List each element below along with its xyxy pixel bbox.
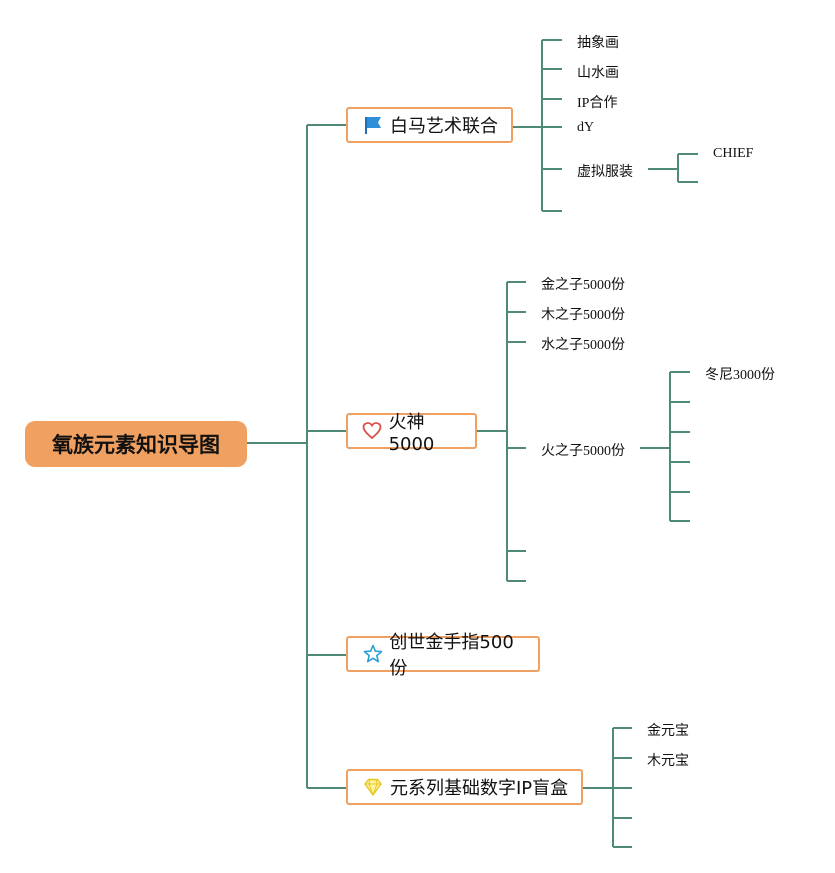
leaf-item[interactable]: 火之子5000份 [541,444,625,459]
diamond-icon [362,776,384,798]
topic-label: 火神5000 [388,411,435,455]
topic-chuangshi[interactable]: 创世金手指500份 [346,632,540,679]
topic-huoshen[interactable]: 火神5000 [346,412,477,455]
topic-label: 创世金手指500份 [389,632,514,679]
subleaf-item[interactable]: CHIEF [713,146,754,161]
leaf-item[interactable]: 虚拟服装 [577,165,633,180]
topic-baima-art[interactable]: 白马艺术联合 [346,107,513,143]
topic-label: 元系列基础数字IP盲盒 [390,778,569,799]
star-icon [362,643,383,665]
leaf-item[interactable]: dY [577,120,595,135]
topic-label: 白马艺术联合 [390,116,498,137]
leaf-item[interactable]: 抽象画 [577,36,619,51]
root-topic[interactable]: 氧族元素知识导图 [25,421,247,467]
leaf-item[interactable]: 木之子5000份 [541,308,625,323]
leaf-item[interactable]: 木元宝 [647,754,689,769]
heart-icon [362,420,383,442]
leaf-item[interactable]: 金元宝 [647,724,689,739]
subleaf-item[interactable]: 冬尼3000份 [705,368,775,383]
leaf-item[interactable]: IP合作 [577,96,618,111]
leaf-item[interactable]: 金之子5000份 [541,278,625,293]
leaf-item[interactable]: 山水画 [577,66,619,81]
topic-yuan-series[interactable]: 元系列基础数字IP盲盒 [346,769,583,805]
leaf-item[interactable]: 水之子5000份 [541,338,625,353]
flag-icon [362,114,384,136]
